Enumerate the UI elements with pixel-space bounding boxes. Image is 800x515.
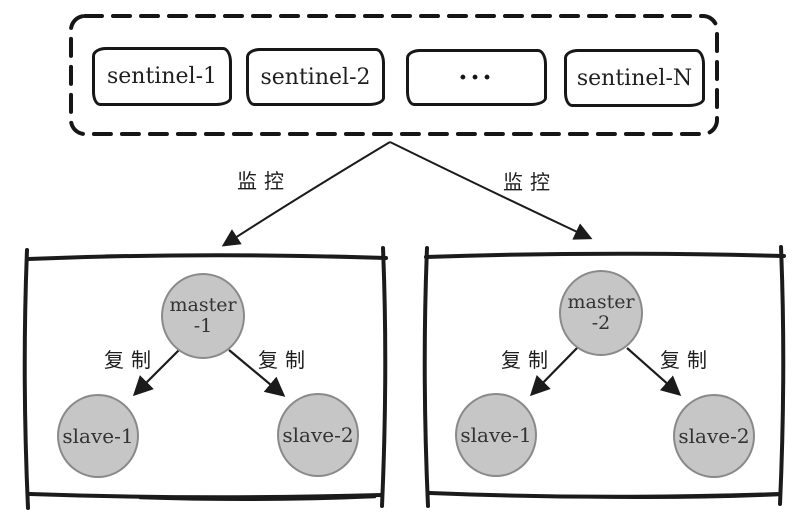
group1-slave-2-node: slave-2 [277,393,359,477]
group2-slave-2-node: slave-2 [673,394,755,478]
monitor-arrow-left [221,141,391,247]
master-1-node: master -1 [161,273,245,359]
replicate-label-g1-right: 复制 [258,348,312,372]
monitor-label-right: 监控 [503,170,557,194]
master-1-label-line2: -1 [193,315,213,337]
monitor-arrow-right [389,141,593,240]
group1-slave-1-node: slave-1 [57,394,139,478]
sentinel-ellipsis-label: ··· [458,62,495,93]
sentinel-1-node: sentinel-1 [92,47,232,106]
master-2-node: master -2 [559,270,643,356]
group2-slave-1-label: slave-1 [460,423,532,447]
sentinel-1-label: sentinel-1 [106,64,217,89]
sentinel-2-node: sentinel-2 [246,48,385,106]
sentinel-cluster-border [69,14,719,136]
master-1-label-line1: master [169,294,237,317]
replicate-arrow-g2-left [529,346,579,397]
replicate-arrow-g2-right [626,347,682,396]
group2-slave-1-node: slave-1 [455,393,537,477]
replicate-label-g2-right: 复制 [660,348,714,372]
master-2-label-line2: -2 [591,312,611,334]
master-2-label-line1: master [567,291,635,314]
group1-slave-1-label: slave-1 [62,424,134,448]
group1-slave-2-label: slave-2 [282,423,354,447]
sentinel-ellipsis-node: ··· [406,49,547,106]
sentinel-n-label: sentinel-N [576,65,693,91]
sentinel-2-label: sentinel-2 [260,64,371,90]
monitor-label-left: 监控 [237,169,291,193]
replicate-arrow-g1-right [228,349,286,397]
sentinel-n-node: sentinel-N [564,49,705,107]
replica-group-2-border [422,245,786,508]
replicate-label-g2-left: 复制 [501,348,555,372]
group2-slave-2-label: slave-2 [678,424,750,448]
replica-group-1-border [22,246,388,510]
replicate-arrow-g1-left [132,348,181,397]
replicate-label-g1-left: 复制 [104,348,158,372]
